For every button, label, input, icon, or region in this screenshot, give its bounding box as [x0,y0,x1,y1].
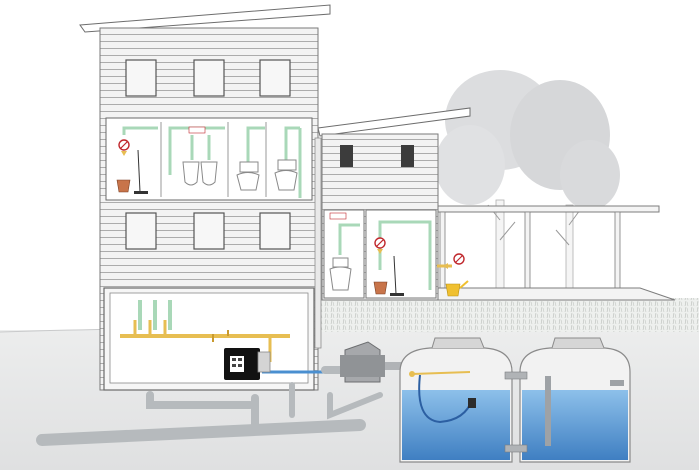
no-drinking-icon [118,139,465,265]
main-building [79,4,331,391]
warning-sign [188,126,347,220]
urinal-icon [182,161,218,186]
annex-window [340,145,353,167]
window [193,212,225,250]
tree-icon [435,70,620,296]
cleaning-bucket [116,149,404,296]
flow-arrow [121,151,448,269]
annex-window [401,145,414,167]
filter-unit [340,341,415,383]
drain-pipes [36,366,383,446]
window [259,59,291,97]
pergola [436,205,676,301]
tank-icon [399,337,631,463]
window [193,59,225,97]
window [125,212,157,250]
pump-icon [224,348,271,380]
window [259,212,291,250]
watering-can-icon [445,280,469,297]
grass-strip [320,298,699,332]
downpipe [314,137,322,349]
toilet-icon [236,159,352,291]
window [125,59,157,97]
annex-building [317,107,471,301]
